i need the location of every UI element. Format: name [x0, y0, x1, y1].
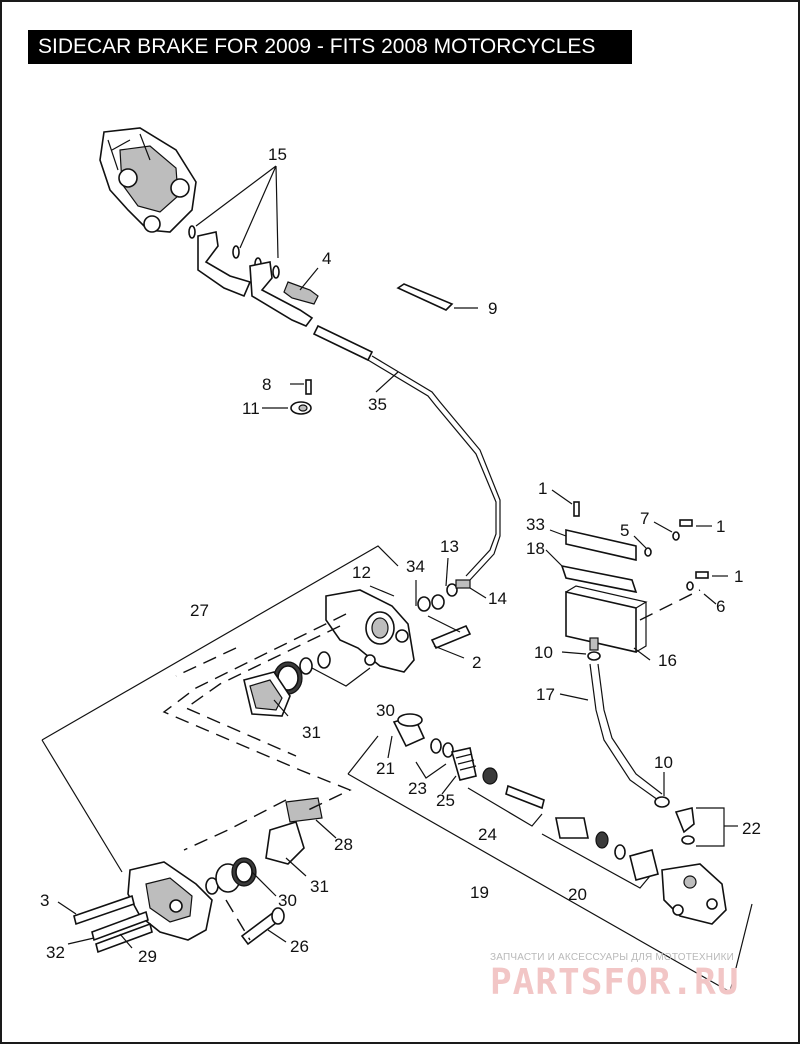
- callout-1-screw-lower: 1: [734, 567, 743, 586]
- callout-31-lower: 31: [310, 877, 329, 896]
- callout-21: 21: [376, 759, 395, 778]
- caliper-housing-upper-illustration: [273, 579, 472, 695]
- callout-17: 17: [536, 685, 555, 704]
- callout-16: 16: [658, 651, 677, 670]
- callout-4: 4: [322, 249, 331, 268]
- callout-3: 3: [40, 891, 49, 910]
- callout-5: 5: [620, 521, 629, 540]
- callout-30-upper: 30: [376, 701, 395, 720]
- callout-7: 7: [640, 509, 649, 528]
- callout-23: 23: [408, 779, 427, 798]
- callout-6: 6: [716, 597, 725, 616]
- callout-15: 15: [268, 145, 287, 164]
- assembly-group-outlines: [162, 589, 701, 941]
- callout-26: 26: [290, 937, 309, 956]
- callout-11: 11: [242, 399, 260, 418]
- upper-caliper-illustration: [99, 127, 197, 233]
- upper-hose-fittings: [188, 225, 501, 581]
- leader-lines: [57, 165, 728, 949]
- callout-22: 22: [742, 819, 761, 838]
- master-cylinder-internals-illustration: [392, 713, 659, 881]
- callout-14: 14: [488, 589, 507, 608]
- caliper-bracket-lower-illustration: [127, 797, 323, 941]
- callout-labels: 15 4 9 8 11 35 1 33 5 7 1 18 1 6 13 12 3…: [40, 145, 761, 966]
- callout-32: 32: [46, 943, 65, 962]
- callout-1-screw-top: 1: [538, 479, 547, 498]
- callout-13: 13: [440, 537, 459, 556]
- callout-33: 33: [526, 515, 545, 534]
- diagram-title: SIDECAR BRAKE FOR 2009 - FITS 2008 MOTOR…: [28, 30, 632, 64]
- callout-12: 12: [352, 563, 371, 582]
- callout-19: 19: [470, 883, 489, 902]
- callout-34: 34: [406, 557, 425, 576]
- callout-9: 9: [488, 299, 497, 318]
- clamp-screw-illustration: [290, 379, 312, 415]
- watermark-logo: PARTSFOR.RU: [490, 962, 740, 1003]
- callout-1-screw-right: 1: [716, 517, 725, 536]
- callout-10-upper: 10: [534, 643, 553, 662]
- callout-30-lower: 30: [278, 891, 297, 910]
- callout-20: 20: [568, 885, 587, 904]
- callout-31-upper: 31: [302, 723, 321, 742]
- callout-18: 18: [526, 539, 545, 558]
- reservoir-illustration: [560, 501, 709, 661]
- callout-24: 24: [478, 825, 497, 844]
- callout-10-lower: 10: [654, 753, 673, 772]
- callout-brackets: [41, 545, 753, 993]
- callout-8: 8: [262, 375, 271, 394]
- tie-strap-illustration: [396, 283, 454, 311]
- callout-2: 2: [472, 653, 481, 672]
- master-cylinder-body-illustration: [661, 863, 727, 925]
- callout-27: 27: [190, 601, 209, 620]
- watermark-tagline: ЗАПЧАСТИ И АКСЕССУАРЫ ДЛЯ МОТОТЕХНИКИ: [490, 952, 735, 963]
- callout-35: 35: [368, 395, 387, 414]
- reservoir-hose-illustration: [589, 663, 695, 845]
- callout-25: 25: [436, 791, 455, 810]
- callout-28: 28: [334, 835, 353, 854]
- callout-29: 29: [138, 947, 157, 966]
